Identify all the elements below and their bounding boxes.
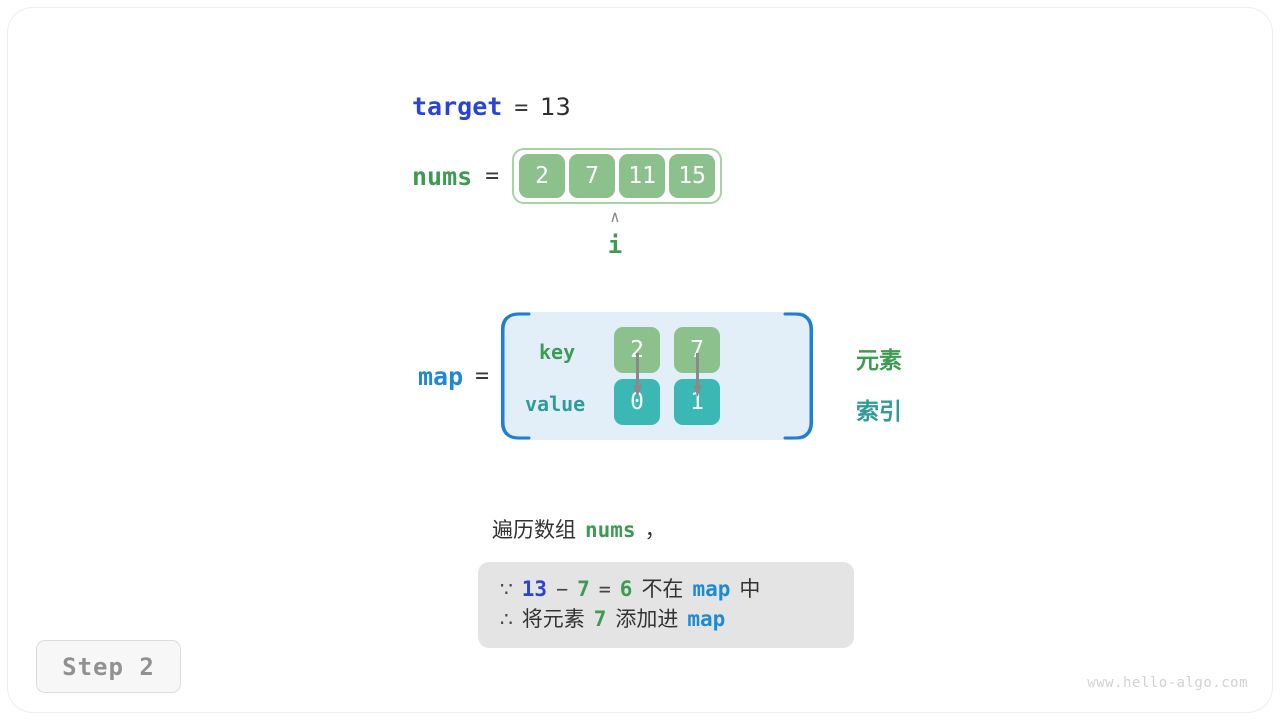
- array-cell: 11: [619, 154, 666, 198]
- caption-prefix: 遍历数组: [492, 518, 576, 542]
- pointer-caret-icon: ∧: [610, 207, 620, 226]
- nums-row: nums = 2 7 11 15: [412, 148, 723, 204]
- note-code-map: map: [687, 607, 726, 631]
- note-minus-operator: −: [556, 577, 569, 601]
- target-value: 13: [540, 93, 571, 121]
- side-label-index: 索引: [856, 399, 902, 425]
- target-variable-label: target: [412, 92, 503, 121]
- note-current-number: 7: [577, 577, 590, 601]
- note-added-number: 7: [593, 607, 607, 631]
- side-label-element: 元素: [856, 348, 902, 374]
- index-pointer: ∧ i: [592, 208, 638, 260]
- step-badge: Step 2: [36, 640, 181, 693]
- note-text-add-into: 添加进: [615, 607, 679, 631]
- explanation-note-box: ∵ 13 − 7 = 6 不在 map 中 ∴ 将元素 7 添加进 map: [478, 562, 854, 648]
- therefore-symbol-icon: ∴: [500, 607, 513, 631]
- map-key-label: key: [539, 340, 576, 364]
- map-value-cell: 0: [614, 379, 661, 425]
- note-equals-operator: =: [598, 577, 611, 601]
- map-variable-label: map: [418, 361, 464, 391]
- map-bracket-outline-icon: [501, 312, 813, 440]
- nums-equals-sign: =: [485, 163, 500, 189]
- map-container: key value 2 0 7 1: [501, 312, 814, 440]
- map-value-cell: 1: [674, 379, 721, 425]
- array-cell: 2: [519, 154, 566, 198]
- note-target-value: 13: [521, 577, 548, 601]
- nums-array-container: 2 7 11 15: [512, 148, 723, 204]
- array-cell: 15: [669, 154, 716, 198]
- map-equals-sign: =: [475, 363, 490, 389]
- map-key-cell: 7: [674, 327, 721, 373]
- map-value-label: value: [525, 392, 586, 416]
- note-text-inside: 中: [739, 577, 761, 601]
- caption-code-nums: nums: [585, 518, 636, 542]
- note-text-not-in: 不在: [641, 577, 684, 601]
- note-code-map: map: [692, 577, 731, 601]
- pointer-label-i: i: [607, 231, 623, 259]
- target-row: target = 13: [412, 92, 571, 121]
- caption-line: 遍历数组 nums ，: [492, 514, 666, 544]
- map-entry-column: 7 1: [674, 327, 721, 425]
- note-line-because: ∵ 13 − 7 = 6 不在 map 中: [500, 574, 832, 604]
- map-entry-column: 2 0: [614, 327, 661, 425]
- note-text-add-element: 将元素: [521, 607, 585, 631]
- step-badge-label: Step 2: [62, 652, 155, 681]
- target-equals-sign: =: [514, 95, 529, 121]
- array-cell: 7: [569, 154, 616, 198]
- map-row: map = key value 2 0 7 1: [418, 312, 814, 440]
- because-symbol-icon: ∵: [500, 577, 513, 601]
- map-key-cell: 2: [614, 327, 661, 373]
- caption-suffix: ，: [644, 518, 666, 542]
- watermark-url: www.hello-algo.com: [1087, 675, 1248, 691]
- note-complement-value: 6: [619, 577, 633, 601]
- nums-variable-label: nums: [412, 161, 473, 191]
- note-line-therefore: ∴ 将元素 7 添加进 map: [500, 604, 832, 634]
